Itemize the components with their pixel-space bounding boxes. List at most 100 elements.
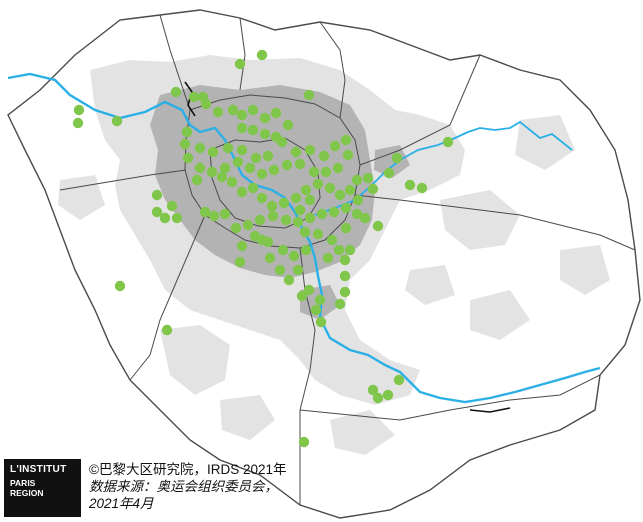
- logo-line-2: PARIS: [10, 478, 36, 488]
- site-marker: [344, 244, 356, 256]
- site-marker: [222, 142, 234, 154]
- logo-line-3: REGION: [10, 488, 44, 498]
- site-marker: [280, 214, 292, 226]
- site-marker: [404, 179, 416, 191]
- department-boundaries: [59, 14, 636, 505]
- site-marker: [292, 264, 304, 276]
- site-marker: [264, 252, 276, 264]
- site-marker: [316, 208, 328, 220]
- source-text: 数据来源：奥运会组织委员会，: [89, 479, 278, 494]
- site-marker: [194, 162, 206, 174]
- site-marker: [236, 109, 248, 121]
- site-marker: [383, 167, 395, 179]
- site-marker: [256, 192, 268, 204]
- site-marker: [216, 171, 228, 183]
- site-marker: [329, 140, 341, 152]
- site-marker: [340, 202, 352, 214]
- site-marker: [234, 256, 246, 268]
- site-marker: [298, 436, 310, 448]
- site-marker: [359, 212, 371, 224]
- site-marker: [334, 189, 346, 201]
- site-marker: [367, 384, 379, 396]
- site-marker: [315, 316, 327, 328]
- site-marker: [416, 182, 428, 194]
- date-text: 2021年4月: [89, 496, 154, 511]
- site-marker: [362, 172, 374, 184]
- site-marker: [170, 86, 182, 98]
- site-marker: [230, 222, 242, 234]
- site-marker: [328, 206, 340, 218]
- site-marker: [179, 138, 191, 150]
- site-marker: [312, 228, 324, 240]
- site-marker: [226, 176, 238, 188]
- site-marker: [339, 254, 351, 266]
- copyright-text: ©巴黎大区研究院，IRDS 2021年: [89, 462, 287, 477]
- site-marker: [256, 168, 268, 180]
- site-marker: [296, 290, 308, 302]
- site-marker: [268, 164, 280, 176]
- site-marker: [339, 270, 351, 282]
- site-marker: [166, 200, 178, 212]
- site-marker: [322, 252, 334, 264]
- site-marker: [259, 112, 271, 124]
- site-marker: [199, 206, 211, 218]
- site-marker: [324, 182, 336, 194]
- olympic-sites: [72, 49, 454, 448]
- site-marker: [372, 220, 384, 232]
- site-marker: [288, 250, 300, 262]
- site-marker: [326, 234, 338, 246]
- logo-line-1: L'INSTITUT: [10, 464, 67, 475]
- site-marker: [181, 126, 193, 138]
- site-marker: [267, 210, 279, 222]
- site-marker: [310, 304, 322, 316]
- site-marker: [236, 122, 248, 134]
- site-marker: [212, 106, 224, 118]
- site-marker: [256, 49, 268, 61]
- site-marker: [200, 98, 212, 110]
- site-marker: [351, 208, 363, 220]
- site-marker: [73, 104, 85, 116]
- site-marker: [266, 200, 278, 212]
- site-marker: [342, 149, 354, 161]
- site-marker: [242, 219, 254, 231]
- site-marker: [304, 144, 316, 156]
- site-marker: [391, 152, 403, 164]
- site-marker: [191, 174, 203, 186]
- site-marker: [340, 134, 352, 146]
- site-marker: [277, 244, 289, 256]
- site-marker: [290, 192, 302, 204]
- site-marker: [304, 212, 316, 224]
- site-marker: [340, 222, 352, 234]
- site-marker: [161, 324, 173, 336]
- site-marker: [250, 152, 262, 164]
- site-marker: [159, 212, 171, 224]
- site-marker: [256, 234, 268, 246]
- site-marker: [333, 244, 345, 256]
- site-marker: [352, 194, 364, 206]
- site-marker: [234, 58, 246, 70]
- site-marker: [278, 197, 290, 209]
- site-marker: [351, 174, 363, 186]
- site-marker: [247, 182, 259, 194]
- site-marker: [320, 166, 332, 178]
- site-marker: [206, 166, 218, 178]
- institut-paris-region-logo: L'INSTITUT PARIS REGION: [4, 459, 81, 517]
- site-marker: [219, 162, 231, 174]
- site-marker: [276, 136, 288, 148]
- site-marker: [303, 89, 315, 101]
- site-marker: [372, 392, 384, 404]
- site-marker: [236, 144, 248, 156]
- site-marker: [281, 159, 293, 171]
- site-marker: [318, 150, 330, 162]
- site-marker: [304, 194, 316, 206]
- site-marker: [308, 166, 320, 178]
- site-marker: [290, 146, 302, 158]
- site-marker: [300, 244, 312, 256]
- site-marker: [312, 178, 324, 190]
- canal-east: [469, 407, 511, 413]
- site-marker: [282, 119, 294, 131]
- site-marker: [442, 136, 454, 148]
- site-marker: [111, 115, 123, 127]
- site-marker: [114, 280, 126, 292]
